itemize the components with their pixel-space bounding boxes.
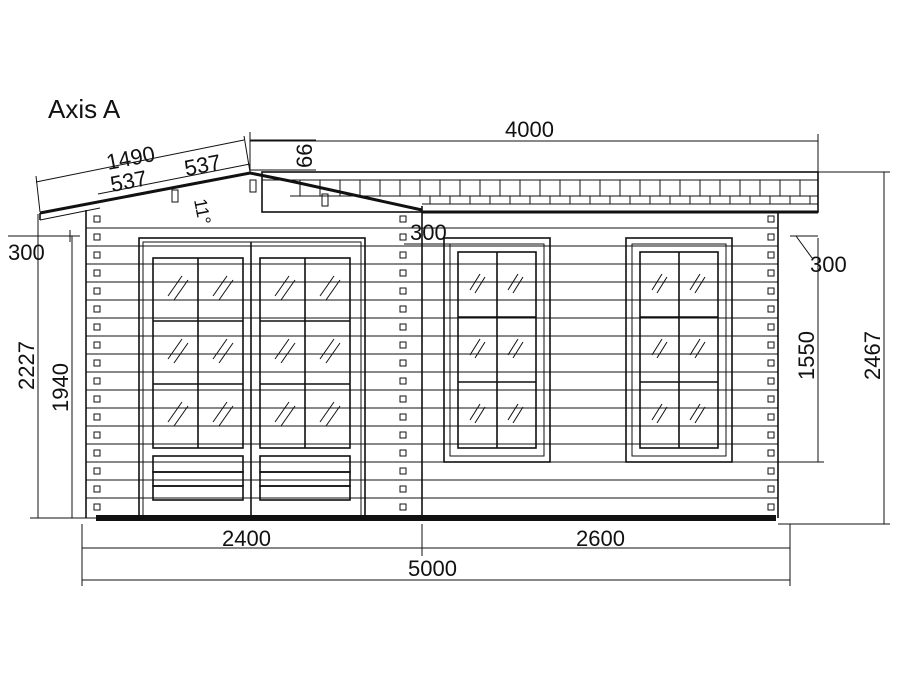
dim-window-height: 1550 [794, 331, 819, 380]
log-lines-left [86, 227, 422, 499]
dimension-lines [8, 132, 890, 586]
dim-width-total: 5000 [408, 556, 457, 581]
door-right-leaf [259, 257, 351, 501]
dim-overhang-mid: 300 [410, 220, 447, 245]
log-lines-right [422, 227, 778, 499]
dim-ridge-offset: 66 [292, 144, 317, 168]
dim-wall-height-left: 1940 [48, 363, 73, 412]
flat-roof [261, 171, 819, 214]
dim-height-total-right: 2467 [860, 331, 885, 380]
gable-roof [39, 171, 423, 221]
dim-overhang-left: 300 [8, 240, 45, 265]
dim-width-left: 2400 [222, 526, 271, 551]
drawing-title: Axis A [48, 94, 121, 124]
window-2 [625, 237, 733, 463]
walls [85, 206, 779, 521]
dim-roof-angle: 11° [190, 197, 215, 226]
glass-hatch [167, 275, 341, 427]
dim-width-right: 2600 [576, 526, 625, 551]
door-left-leaf [152, 257, 244, 501]
dim-height-total-left: 2227 [14, 341, 39, 390]
dim-right-roof-width: 4000 [505, 117, 554, 142]
window-1 [443, 237, 551, 463]
roof-shingles [299, 180, 811, 204]
log-ends [93, 215, 775, 511]
dim-overhang-right: 300 [810, 252, 847, 277]
dim-rafter-right: 537 [182, 149, 223, 181]
double-door [138, 237, 366, 517]
